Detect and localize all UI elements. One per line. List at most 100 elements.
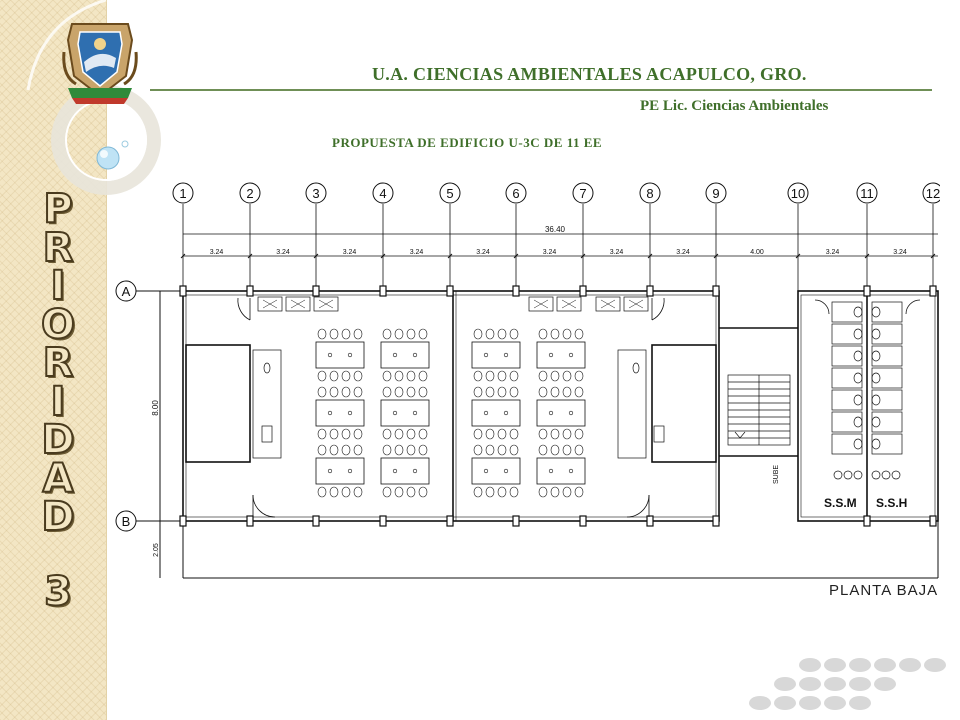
- toilet-stall: [831, 433, 863, 455]
- stool: [317, 386, 327, 398]
- stool: [473, 444, 483, 456]
- lavatory: [843, 470, 853, 480]
- bay-dimension-label: 3.24: [543, 249, 557, 256]
- stool: [538, 444, 548, 456]
- sidebar-panel: [0, 0, 107, 720]
- doors: [237, 297, 921, 518]
- stool: [473, 370, 483, 382]
- sink: [392, 352, 398, 358]
- dimension-lines: 36.40: [183, 225, 938, 257]
- stool: [485, 386, 495, 398]
- sink: [412, 352, 418, 358]
- stool: [509, 386, 519, 398]
- column: [179, 515, 187, 527]
- side-counter: [252, 349, 282, 459]
- toilet-stall: [831, 389, 863, 411]
- toilet-stall: [871, 323, 903, 345]
- axis-bubble: [439, 182, 461, 204]
- stool: [353, 486, 363, 498]
- dimension-tick: [180, 253, 186, 259]
- column: [929, 285, 937, 297]
- lavatory: [833, 470, 843, 480]
- stool: [562, 386, 572, 398]
- stool: [509, 444, 519, 456]
- lab-table: [471, 341, 521, 369]
- stool: [497, 370, 507, 382]
- cabinet-mark: [262, 299, 278, 309]
- stool: [574, 428, 584, 440]
- sink: [503, 352, 509, 358]
- side-counter: [617, 349, 647, 459]
- decorative-dot: [774, 677, 796, 691]
- stool: [562, 328, 572, 340]
- lab-table: [536, 457, 586, 485]
- axis-number-label: 11: [860, 186, 874, 201]
- toilet: [871, 350, 881, 362]
- total-dimension-label: 36.40: [545, 225, 566, 234]
- lab-table: [536, 341, 586, 369]
- toilet: [853, 306, 863, 318]
- dimension-tick: [795, 253, 801, 259]
- lab-table: [471, 399, 521, 427]
- restroom-fixtures: [831, 301, 903, 480]
- stool: [317, 444, 327, 456]
- toilet: [853, 438, 863, 450]
- stool: [329, 386, 339, 398]
- axis-number-label: 6: [512, 186, 519, 201]
- stool: [341, 328, 351, 340]
- axis-bubble: [572, 182, 594, 204]
- cabinet: [623, 296, 649, 312]
- stool: [382, 386, 392, 398]
- stool: [485, 444, 495, 456]
- cabinet: [257, 296, 283, 312]
- bay-dimension-label: 3.24: [476, 249, 490, 256]
- dimension-tick: [713, 253, 719, 259]
- column: [312, 285, 320, 297]
- stool: [341, 428, 351, 440]
- priority-letter: D: [40, 494, 75, 540]
- column: [929, 515, 937, 527]
- lavatory: [881, 470, 891, 480]
- decorative-dot: [824, 658, 846, 672]
- toilet: [853, 416, 863, 428]
- stool: [550, 370, 560, 382]
- lavatory: [871, 470, 881, 480]
- toilet: [853, 350, 863, 362]
- lab-table: [315, 399, 365, 427]
- lab-table: [536, 399, 586, 427]
- plan-label: PLANTA BAJA: [829, 582, 939, 599]
- equipment: [261, 425, 273, 443]
- stool: [497, 444, 507, 456]
- toilet: [871, 306, 881, 318]
- dimension-tick: [380, 253, 386, 259]
- stool: [562, 370, 572, 382]
- stool: [497, 328, 507, 340]
- stool: [550, 486, 560, 498]
- stool: [394, 444, 404, 456]
- stool: [538, 486, 548, 498]
- sink: [392, 410, 398, 416]
- priority-vertical-label: P R I O R I D A D 3: [30, 188, 86, 612]
- axis-label-b: B: [122, 514, 131, 529]
- axis-label-a: A: [122, 284, 131, 299]
- lab-furniture: [252, 296, 665, 498]
- sink: [347, 468, 353, 474]
- stool: [550, 444, 560, 456]
- axis-number-label: 4: [379, 186, 386, 201]
- column: [446, 285, 454, 297]
- stool: [341, 370, 351, 382]
- column: [246, 285, 254, 297]
- stool: [418, 328, 428, 340]
- restroom-women-label: S.S.M: [824, 496, 857, 510]
- decorative-dot: [824, 696, 846, 710]
- stool: [418, 444, 428, 456]
- sink: [632, 362, 640, 374]
- stool: [562, 428, 572, 440]
- sink: [483, 352, 489, 358]
- stool: [382, 328, 392, 340]
- page-title: U.A. CIENCIAS AMBIENTALES ACAPULCO, GRO.: [372, 64, 807, 84]
- decorative-dot: [749, 696, 771, 710]
- stool: [341, 486, 351, 498]
- toilet: [871, 394, 881, 406]
